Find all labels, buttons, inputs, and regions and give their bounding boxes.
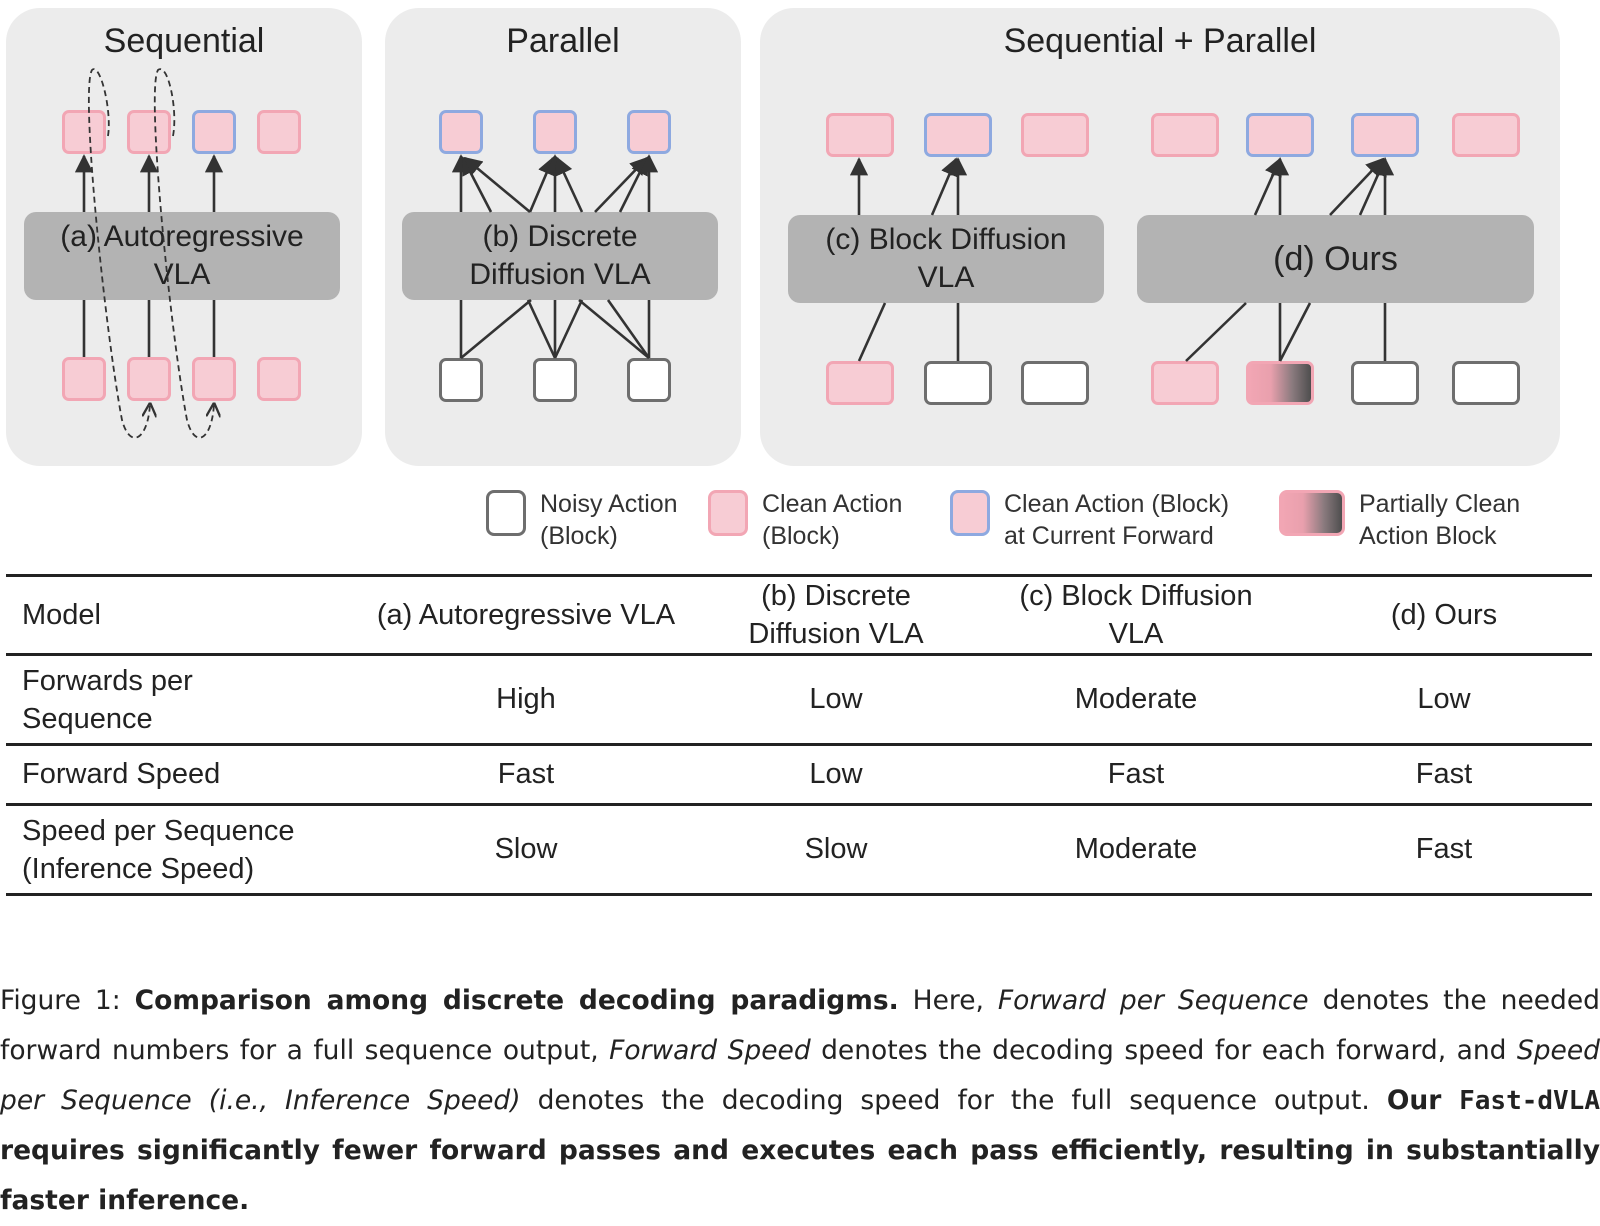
caption-text: denotes the decoding speed for each forw… bbox=[810, 1035, 1517, 1066]
input-block-partial bbox=[1246, 361, 1314, 405]
table-header-cell: (b) Discrete Diffusion VLA bbox=[748, 580, 924, 650]
model-box-block-diffusion: (c) Block Diffusion VLA bbox=[788, 215, 1104, 303]
table-cell: Low bbox=[809, 683, 863, 715]
table-cell: Fast bbox=[1107, 758, 1165, 790]
legend-swatch-current bbox=[950, 490, 990, 536]
table-header-row: Model (a) Autoregressive VLA (b) Discret… bbox=[6, 575, 1592, 655]
caption-title: Comparison among discrete decoding parad… bbox=[134, 985, 899, 1016]
output-token-clean bbox=[127, 110, 171, 154]
output-block-clean bbox=[1021, 113, 1089, 157]
panel-title-parallel: Parallel bbox=[506, 22, 620, 60]
input-token-noisy bbox=[439, 358, 483, 402]
legend-swatch-partial bbox=[1279, 490, 1345, 536]
model-label-autoregressive: (a) Autoregressive VLA bbox=[60, 220, 304, 291]
output-token-current bbox=[627, 110, 671, 154]
output-token-clean bbox=[62, 110, 106, 154]
input-block-noisy bbox=[1351, 361, 1419, 405]
output-token-current bbox=[192, 110, 236, 154]
table-cell: Slow bbox=[804, 833, 868, 865]
output-block-clean bbox=[1452, 113, 1520, 157]
input-block-clean bbox=[1151, 361, 1219, 405]
table-row: Speed per Sequence (Inference Speed) Slo… bbox=[6, 805, 1592, 895]
legend-label-noisy: Noisy Action (Block) bbox=[540, 490, 678, 550]
table-row-label: Forwards per Sequence bbox=[22, 664, 193, 735]
output-block-current bbox=[924, 113, 992, 157]
legend-clean-action: Clean Action (Block) bbox=[708, 488, 902, 552]
method-name: Fast-dVLA bbox=[1459, 1086, 1600, 1116]
output-block-clean bbox=[826, 113, 894, 157]
legend-label-clean: Clean Action (Block) bbox=[762, 490, 903, 550]
figure-caption: Figure 1: Comparison among discrete deco… bbox=[0, 976, 1600, 1226]
connection-arrows bbox=[74, 68, 1395, 439]
output-token-clean bbox=[257, 110, 301, 154]
table-cell: Slow bbox=[494, 833, 558, 865]
input-token-noisy bbox=[533, 358, 577, 402]
input-token-clean bbox=[62, 357, 106, 401]
model-label-block-diffusion: (c) Block Diffusion VLA bbox=[825, 223, 1067, 294]
comparison-table: Model (a) Autoregressive VLA (b) Discret… bbox=[6, 574, 1592, 896]
model-label-ours: (d) Ours bbox=[1273, 240, 1398, 278]
output-block-current bbox=[1246, 113, 1314, 157]
output-token-current bbox=[533, 110, 577, 154]
model-box-autoregressive: (a) Autoregressive VLA bbox=[24, 212, 340, 300]
caption-term: Speed per Sequence (i.e., Inference Spee… bbox=[0, 1035, 1600, 1116]
table-header-cell: (d) Ours bbox=[1390, 598, 1498, 631]
input-token-clean bbox=[127, 357, 171, 401]
input-block-noisy bbox=[924, 361, 992, 405]
legend-current-forward: Clean Action (Block) at Current Forward bbox=[950, 488, 1229, 552]
table-cell: Fast bbox=[497, 758, 555, 790]
input-block-noisy bbox=[1452, 361, 1520, 405]
input-token-clean bbox=[192, 357, 236, 401]
input-token-noisy bbox=[627, 358, 671, 402]
table-row: Forwards per Sequence High Low Moderate … bbox=[6, 655, 1592, 745]
model-label-discrete-diffusion: (b) Discrete Diffusion VLA bbox=[469, 220, 651, 291]
output-block-clean bbox=[1151, 113, 1219, 157]
caption-conclusion: Our Fast-dVLA requires significantly few… bbox=[0, 1085, 1600, 1216]
caption-term: Forward per Sequence bbox=[997, 985, 1309, 1016]
table-cell: High bbox=[496, 683, 556, 715]
legend-noisy-action: Noisy Action (Block) bbox=[486, 488, 678, 552]
legend-swatch-noisy bbox=[486, 490, 526, 536]
caption-text: denotes the decoding speed for the full … bbox=[520, 1085, 1387, 1116]
input-block-noisy bbox=[1021, 361, 1089, 405]
input-block-clean bbox=[826, 361, 894, 405]
table-row: Forward Speed Fast Low Fast Fast bbox=[6, 745, 1592, 805]
caption-bold-text: Our bbox=[1386, 1085, 1460, 1116]
output-block-current bbox=[1351, 113, 1419, 157]
table-cell: Low bbox=[1417, 683, 1471, 715]
caption-term: Forward Speed bbox=[609, 1035, 811, 1066]
legend-partially-clean: Partially Clean Action Block bbox=[1279, 488, 1520, 552]
table-cell: Low bbox=[809, 758, 863, 790]
table-row-label: Speed per Sequence (Inference Speed) bbox=[22, 814, 295, 885]
legend-label-partial: Partially Clean Action Block bbox=[1359, 490, 1521, 550]
input-token-clean bbox=[257, 357, 301, 401]
table-row-label: Forward Speed bbox=[22, 758, 221, 790]
caption-text: denotes the needed forward numbers for a… bbox=[0, 985, 1600, 1066]
table-cell: Fast bbox=[1415, 833, 1473, 865]
output-token-current bbox=[439, 110, 483, 154]
caption-bold-text: requires significantly fewer forward pas… bbox=[0, 1135, 1600, 1216]
table-header-cell: Model bbox=[22, 598, 101, 631]
table-cell: Moderate bbox=[1074, 683, 1198, 715]
figure-label: Figure 1: bbox=[0, 985, 121, 1016]
model-box-discrete-diffusion: (b) Discrete Diffusion VLA bbox=[402, 212, 718, 300]
legend-swatch-clean bbox=[708, 490, 748, 536]
table-header-cell: (a) Autoregressive VLA bbox=[376, 598, 676, 631]
table-header-cell: (c) Block Diffusion VLA bbox=[1019, 580, 1253, 650]
legend-label-current: Clean Action (Block) at Current Forward bbox=[1004, 490, 1230, 550]
panel-title-sequential-parallel: Sequential + Parallel bbox=[1003, 22, 1317, 60]
table-cell: Moderate bbox=[1074, 833, 1198, 865]
caption-text: Here, bbox=[898, 985, 998, 1016]
table-cell: Fast bbox=[1415, 758, 1473, 790]
model-box-ours: (d) Ours bbox=[1137, 215, 1534, 303]
panel-title-sequential: Sequential bbox=[103, 22, 265, 60]
